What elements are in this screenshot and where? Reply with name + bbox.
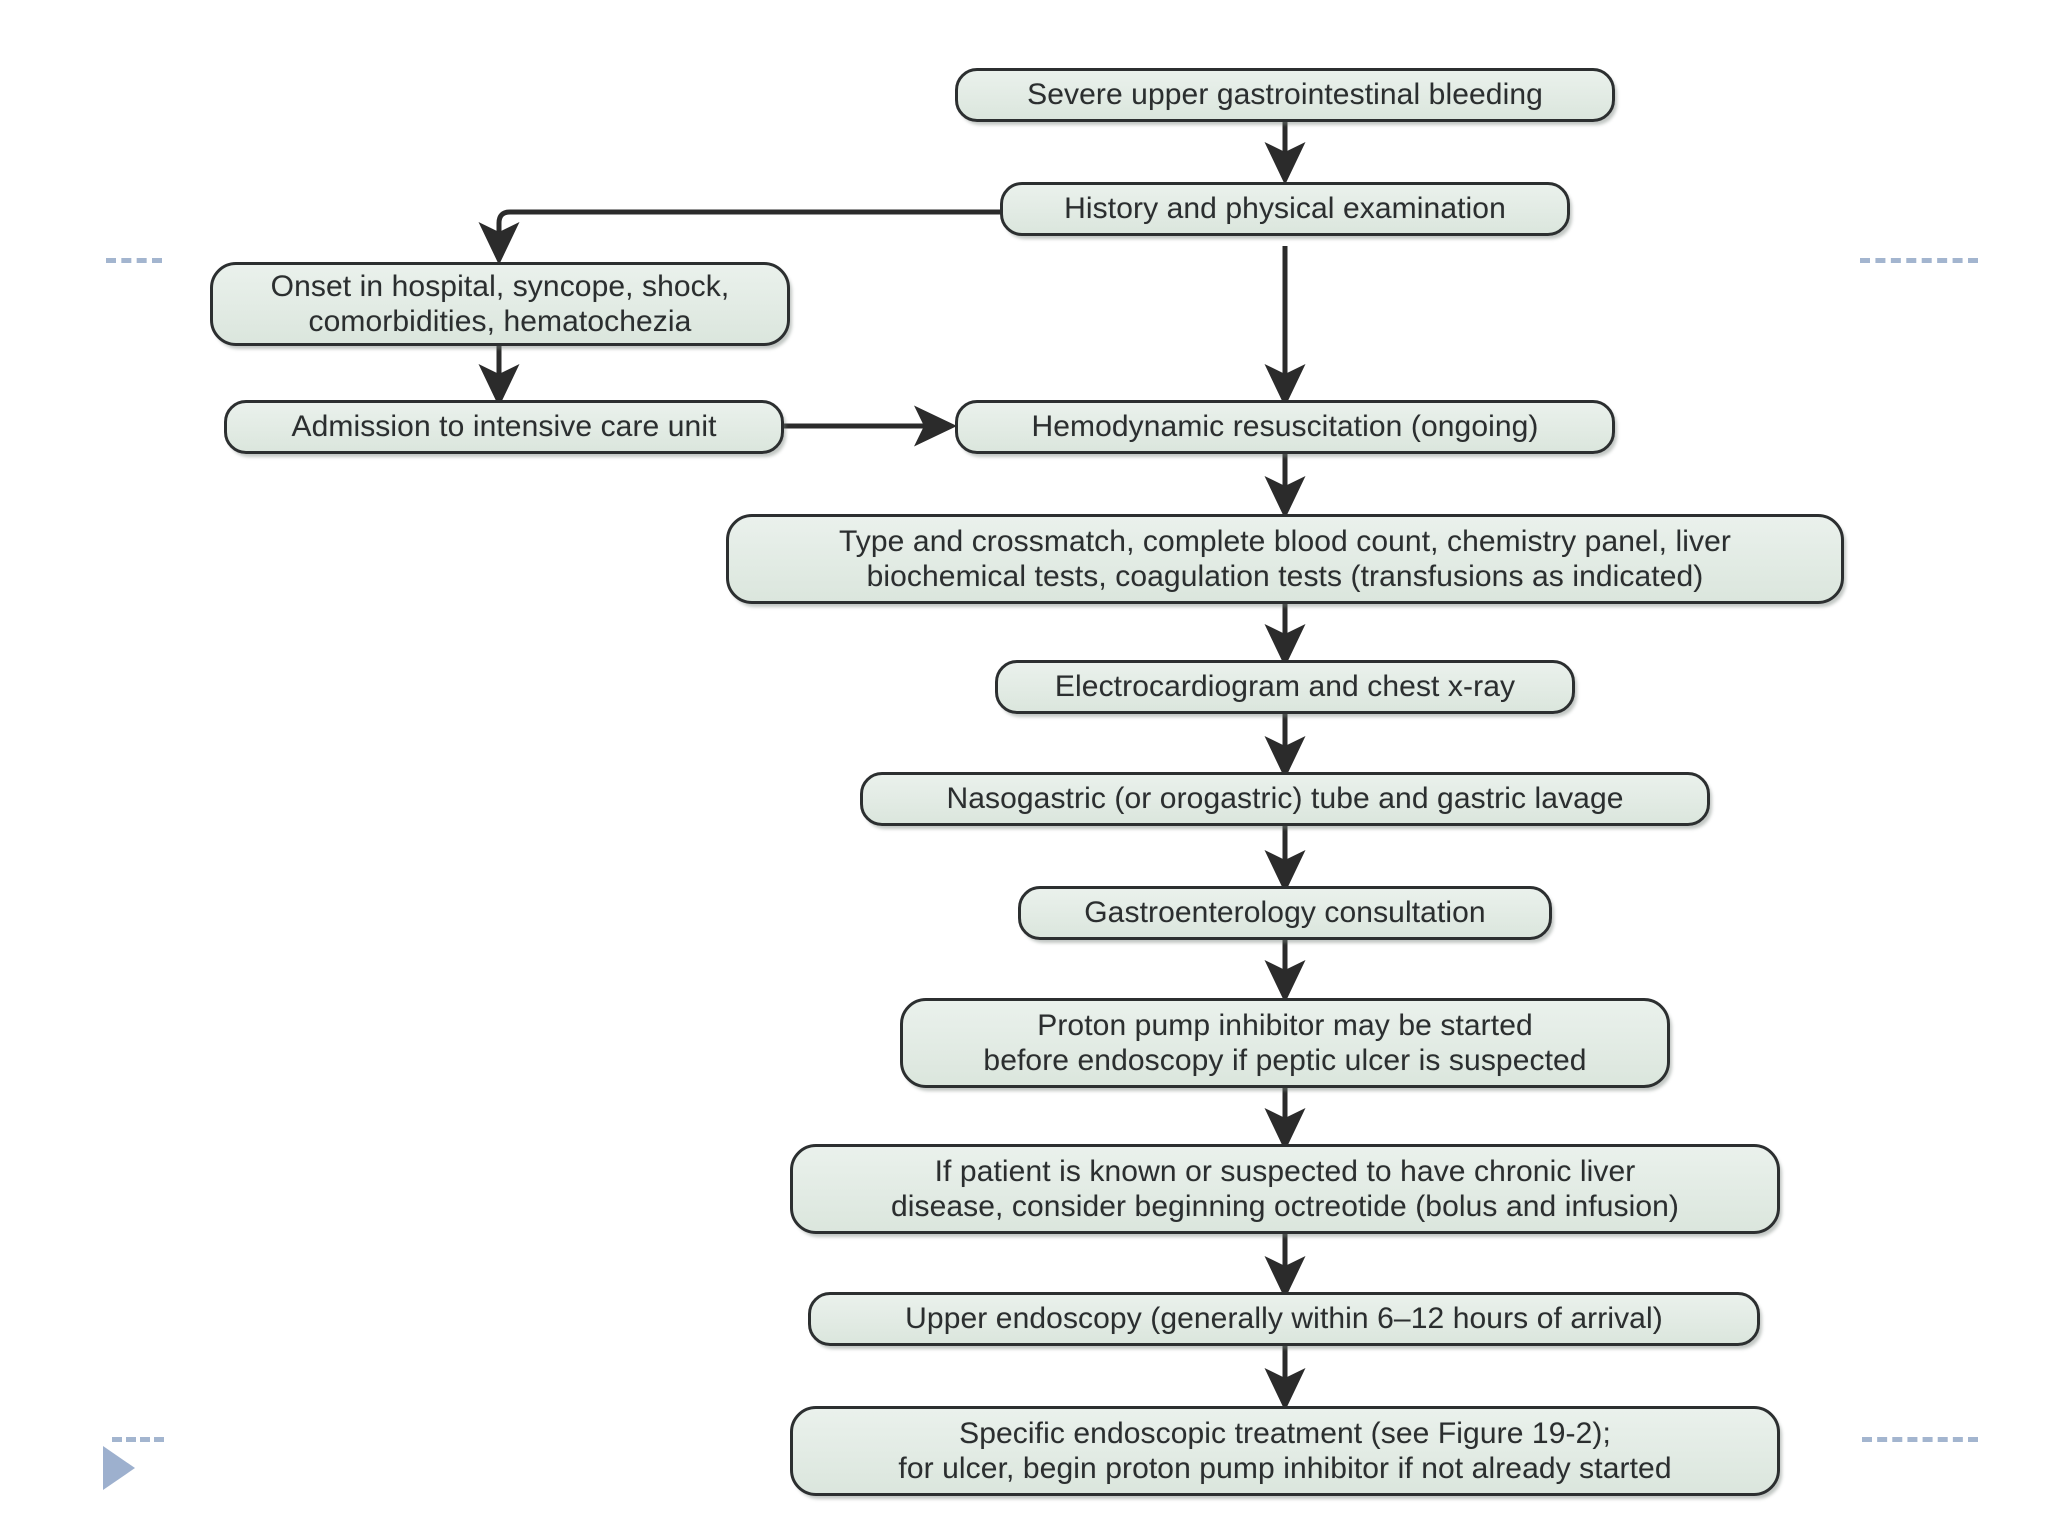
edge-n2-n3 <box>478 209 1000 266</box>
node-hemodynamic-resuscitation[interactable]: Hemodynamic resuscitation (ongoing) <box>955 400 1615 454</box>
dashed-rule-right-top <box>1860 258 1978 263</box>
node-label: Gastroenterology consultation <box>1084 896 1486 930</box>
node-label: Type and crossmatch, complete blood coun… <box>839 524 1731 593</box>
node-label: Severe upper gastrointestinal bleeding <box>1027 78 1543 112</box>
node-label: Admission to intensive care unit <box>291 410 717 444</box>
node-chronic-liver-disease-octreotide[interactable]: If patient is known or suspected to have… <box>790 1144 1780 1234</box>
node-specific-endoscopic-treatment[interactable]: Specific endoscopic treatment (see Figur… <box>790 1406 1780 1496</box>
play-triangle-icon <box>103 1446 135 1490</box>
node-label: Upper endoscopy (generally within 6–12 h… <box>905 1302 1663 1336</box>
dashed-rule-left-bottom <box>112 1437 164 1442</box>
node-history-and-physical-examination[interactable]: History and physical examination <box>1000 182 1570 236</box>
node-upper-endoscopy-timing[interactable]: Upper endoscopy (generally within 6–12 h… <box>808 1292 1760 1346</box>
node-severe-upper-gi-bleeding[interactable]: Severe upper gastrointestinal bleeding <box>955 68 1615 122</box>
node-proton-pump-inhibitor-before-endoscopy[interactable]: Proton pump inhibitor may be started bef… <box>900 998 1670 1088</box>
node-nasogastric-tube-and-gastric-lavage[interactable]: Nasogastric (or orogastric) tube and gas… <box>860 772 1710 826</box>
node-admission-to-intensive-care-unit[interactable]: Admission to intensive care unit <box>224 400 784 454</box>
dashed-rule-right-bottom <box>1862 1437 1978 1442</box>
node-label: Nasogastric (or orogastric) tube and gas… <box>946 782 1624 816</box>
node-electrocardiogram-and-chest-xray[interactable]: Electrocardiogram and chest x-ray <box>995 660 1575 714</box>
node-gastroenterology-consultation[interactable]: Gastroenterology consultation <box>1018 886 1552 940</box>
node-label: Proton pump inhibitor may be started bef… <box>983 1008 1587 1077</box>
node-label: Electrocardiogram and chest x-ray <box>1054 670 1516 704</box>
dashed-rule-left-top <box>106 258 162 263</box>
node-label: History and physical examination <box>1064 192 1506 226</box>
node-label: Onset in hospital, syncope, shock, comor… <box>270 269 730 338</box>
node-label: Specific endoscopic treatment (see Figur… <box>898 1416 1672 1485</box>
node-label: If patient is known or suspected to have… <box>890 1154 1680 1223</box>
node-onset-in-hospital-risk-factors[interactable]: Onset in hospital, syncope, shock, comor… <box>210 262 790 346</box>
node-label: Hemodynamic resuscitation (ongoing) <box>1031 410 1539 444</box>
node-type-and-crossmatch-labs[interactable]: Type and crossmatch, complete blood coun… <box>726 514 1844 604</box>
